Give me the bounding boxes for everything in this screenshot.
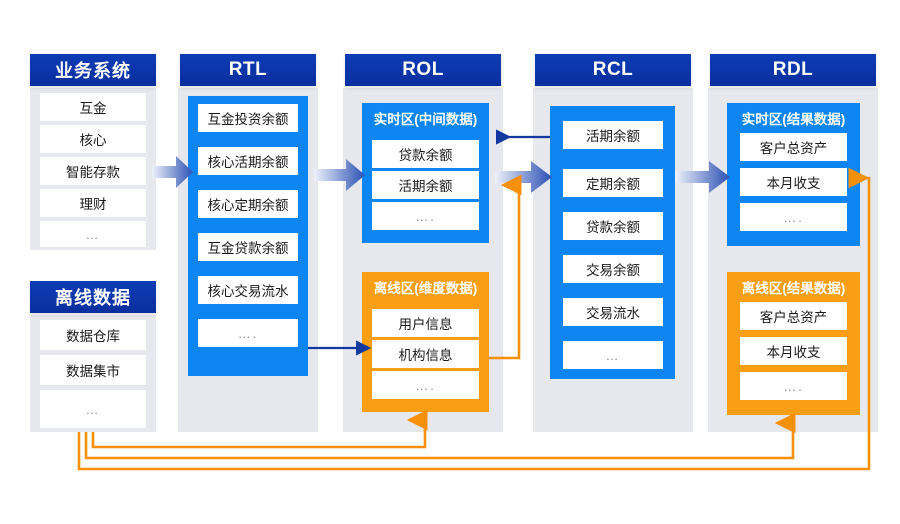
header-rol: ROL <box>345 54 501 86</box>
header-business-systems: 业务系统 <box>30 54 156 86</box>
list-item[interactable]: 数据集市 <box>40 355 146 385</box>
list-item[interactable]: 互金投资余额 <box>198 104 298 132</box>
arrow-rol-to-rcl <box>495 161 552 193</box>
list-item[interactable]: 本月收支 <box>740 337 847 365</box>
list-item[interactable]: 核心活期余额 <box>198 147 298 175</box>
list-item[interactable]: 数据仓库 <box>40 320 146 350</box>
list-item[interactable]: …. <box>198 319 298 347</box>
list-item[interactable]: 机构信息 <box>372 340 479 368</box>
list-item[interactable]: … <box>40 390 146 428</box>
list-item[interactable]: …. <box>372 371 479 399</box>
list-item[interactable]: … <box>40 221 146 247</box>
arrow-rcl-to-rdl <box>675 161 730 193</box>
rol-offline-zone-title: 离线区(维度数据) <box>373 281 478 296</box>
list-item[interactable]: …. <box>740 372 847 400</box>
list-item[interactable]: 客户总资产 <box>740 302 847 330</box>
list-item[interactable]: 活期余额 <box>372 171 479 199</box>
list-item[interactable]: 贷款余额 <box>372 140 479 168</box>
list-item[interactable]: 理财 <box>40 189 146 217</box>
header-rdl: RDL <box>710 54 876 86</box>
list-item[interactable]: …. <box>740 203 847 231</box>
rdl-realtime-zone-title: 实时区(结果数据) <box>741 112 846 127</box>
list-item[interactable]: 本月收支 <box>740 168 847 196</box>
header-rcl: RCL <box>535 54 691 86</box>
list-item[interactable]: …. <box>372 202 479 230</box>
list-item[interactable]: … <box>563 341 663 369</box>
list-item[interactable]: 贷款余额 <box>563 212 663 240</box>
list-item[interactable]: 智能存款 <box>40 157 146 185</box>
list-item[interactable]: 核心交易流水 <box>198 276 298 304</box>
list-item[interactable]: 互金贷款余额 <box>198 233 298 261</box>
list-item[interactable]: 定期余额 <box>563 169 663 197</box>
rol-realtime-zone-title: 实时区(中间数据) <box>373 112 478 127</box>
list-item[interactable]: 交易流水 <box>563 298 663 326</box>
list-item[interactable]: 交易余额 <box>563 255 663 283</box>
list-item[interactable]: 核心定期余额 <box>198 190 298 218</box>
header-rtl: RTL <box>180 54 316 86</box>
list-item[interactable]: 核心 <box>40 125 146 153</box>
list-item[interactable]: 活期余额 <box>563 121 663 149</box>
header-offline-data: 离线数据 <box>30 281 156 313</box>
list-item[interactable]: 客户总资产 <box>740 133 847 161</box>
rdl-offline-zone-title: 离线区(结果数据) <box>741 281 846 296</box>
arrow-rtl-to-rol <box>314 159 365 191</box>
arrow-source-to-rtl <box>152 156 193 188</box>
list-item[interactable]: 互金 <box>40 93 146 121</box>
list-item[interactable]: 用户信息 <box>372 309 479 337</box>
